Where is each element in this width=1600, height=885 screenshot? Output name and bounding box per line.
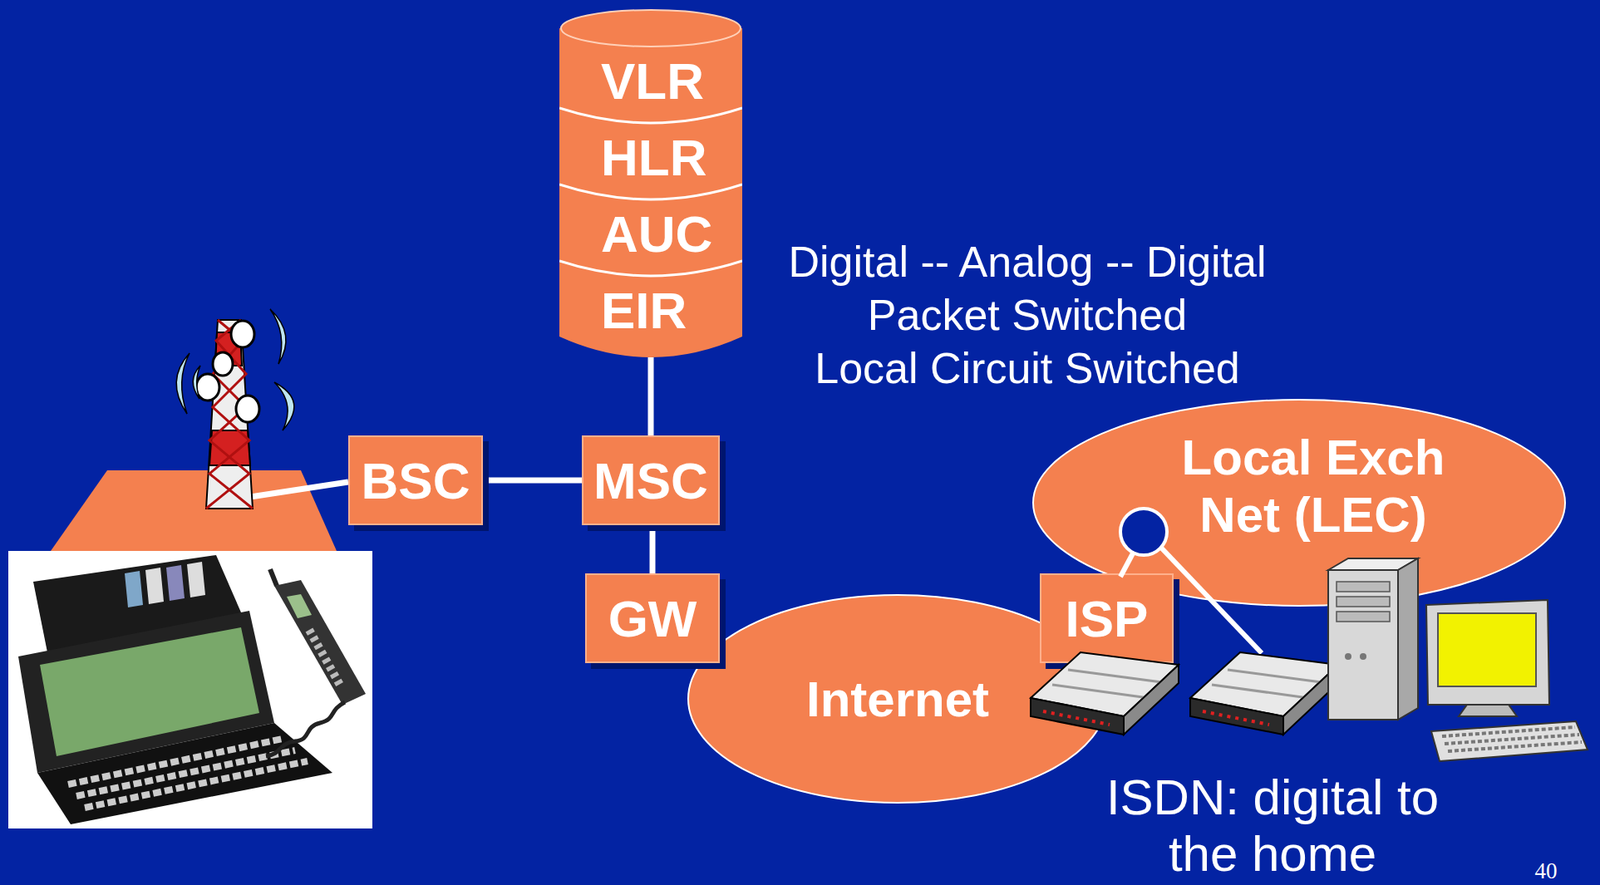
node-label: HLR bbox=[600, 128, 743, 205]
process-box: ISP bbox=[1039, 573, 1174, 664]
drawing-part bbox=[1052, 684, 1149, 699]
drawing-part bbox=[559, 108, 743, 124]
drawing-part bbox=[196, 374, 220, 401]
drawing-part bbox=[50, 470, 337, 552]
label-box: Digital -- Analog -- Digital bbox=[777, 235, 1277, 289]
lec-links bbox=[1120, 508, 1262, 654]
drawing-part bbox=[1202, 711, 1270, 725]
database-cylinder: VLRHLRAUCEIR bbox=[559, 8, 743, 358]
drawing-part bbox=[1123, 664, 1179, 735]
node-label: Local Exch Net (LEC) bbox=[1147, 428, 1480, 544]
drawing-part bbox=[37, 723, 333, 825]
drawing-part bbox=[265, 702, 345, 757]
node-label: Internet bbox=[806, 670, 990, 729]
drawing-part bbox=[1227, 669, 1322, 683]
note-text: ISDN: digital to the home bbox=[1081, 769, 1464, 883]
drawing-part bbox=[309, 630, 341, 687]
drawing-part bbox=[212, 352, 233, 376]
drawing-part bbox=[8, 551, 373, 829]
drawing-part bbox=[274, 580, 366, 705]
label-box: ISDN: digital to the home bbox=[1081, 769, 1464, 883]
drawing-part bbox=[1030, 698, 1124, 735]
cell-tower bbox=[176, 309, 295, 509]
note-text: Packet Switched bbox=[867, 288, 1187, 342]
drawing-part bbox=[1458, 704, 1517, 717]
process-box: BSC bbox=[348, 435, 483, 526]
process-box: MSC bbox=[581, 435, 720, 526]
tower-platform bbox=[50, 470, 337, 552]
drawing-part bbox=[1442, 727, 1576, 737]
page-number: 40 bbox=[1535, 859, 1558, 883]
drawing-part bbox=[1328, 570, 1399, 720]
drawing-part bbox=[559, 28, 743, 358]
connector-line bbox=[649, 525, 656, 574]
drawing-part bbox=[1437, 613, 1536, 687]
node-label: VLR bbox=[600, 51, 743, 128]
process-box: GW bbox=[585, 573, 720, 664]
note-text: Digital -- Analog -- Digital bbox=[787, 235, 1266, 289]
node-label: AUC bbox=[600, 204, 743, 281]
drawing-part bbox=[166, 565, 185, 601]
drawing-part bbox=[1160, 546, 1262, 654]
drawing-part bbox=[250, 482, 349, 498]
drawing-part bbox=[1190, 698, 1284, 735]
modem bbox=[1190, 652, 1339, 735]
drawing-part bbox=[1444, 734, 1580, 744]
drawing-part bbox=[559, 184, 743, 200]
note-text: Local Circuit Switched bbox=[814, 341, 1241, 395]
drawing-part bbox=[1120, 551, 1134, 577]
label-box: Packet Switched bbox=[777, 288, 1277, 342]
drawing-part bbox=[1426, 600, 1550, 705]
drawing-part bbox=[187, 561, 206, 598]
drawing-part bbox=[1336, 581, 1390, 592]
drawing-part bbox=[1068, 669, 1162, 683]
modem bbox=[1030, 652, 1179, 735]
drawing-part bbox=[176, 353, 190, 414]
drawing-part bbox=[192, 365, 201, 399]
drawing-part bbox=[559, 260, 743, 276]
drawing-part bbox=[1344, 653, 1352, 660]
drawing-part bbox=[1359, 653, 1367, 660]
connector-line bbox=[482, 477, 582, 484]
node-label: EIR bbox=[600, 280, 743, 358]
pc-tower bbox=[1328, 558, 1418, 720]
drawing-part bbox=[1431, 721, 1588, 762]
device-photo bbox=[8, 551, 373, 829]
node-label: BSC bbox=[361, 451, 471, 511]
keyboard bbox=[1431, 721, 1588, 762]
drawing-part bbox=[270, 569, 277, 586]
drawing-part bbox=[124, 571, 143, 608]
drawing-part bbox=[274, 382, 295, 431]
label-box: Local Circuit Switched bbox=[777, 341, 1277, 395]
drawing-part bbox=[1211, 684, 1309, 699]
drawing-part bbox=[231, 320, 255, 348]
drawing-part bbox=[145, 567, 164, 605]
drawing-part bbox=[1398, 558, 1418, 720]
drawing-part bbox=[1120, 508, 1167, 556]
node-label: ISP bbox=[1065, 589, 1149, 649]
label-box: 40 bbox=[1525, 859, 1567, 883]
tower-link bbox=[250, 482, 349, 498]
drawing-part bbox=[1336, 596, 1390, 607]
monitor bbox=[1426, 600, 1550, 717]
drawing-part bbox=[286, 594, 312, 619]
drawing-part bbox=[236, 395, 260, 423]
connector-line bbox=[648, 357, 655, 436]
node-label: MSC bbox=[593, 451, 709, 511]
drawing-part bbox=[1043, 711, 1110, 725]
drawing-part bbox=[270, 309, 286, 365]
drawing-part bbox=[1336, 611, 1390, 622]
drawing-part bbox=[1447, 742, 1582, 752]
drawing-part bbox=[561, 9, 741, 47]
node-label: GW bbox=[608, 589, 698, 649]
drawing-part bbox=[84, 761, 308, 808]
